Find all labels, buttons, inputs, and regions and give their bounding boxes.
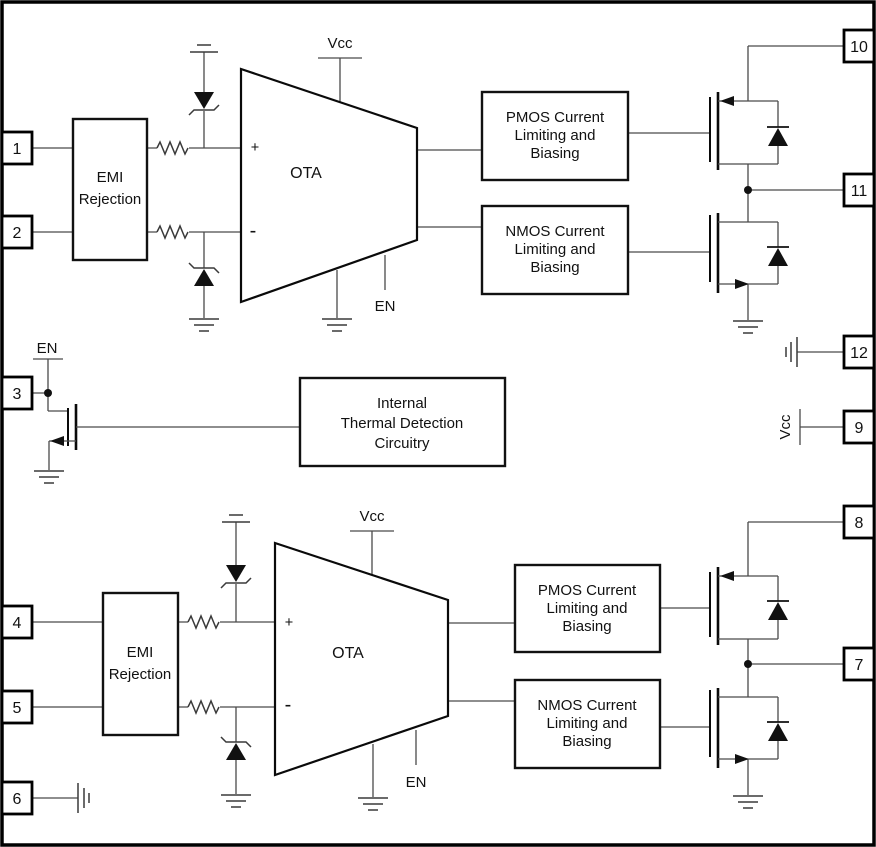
plus-input-label: + (251, 140, 259, 156)
pin-box-2 (0, 214, 34, 250)
ota-label: OTA (290, 165, 322, 182)
vcc-label: Vcc (777, 414, 794, 440)
pin-box-6 (0, 780, 34, 816)
nmos-transistor-icon (709, 664, 789, 795)
resistor-a-plus (156, 141, 189, 155)
pin-box-1 (0, 130, 34, 166)
left-pins: 1 2 3 4 5 6 (0, 130, 34, 816)
ground-icon (220, 794, 252, 808)
emi-label: EMI (97, 169, 124, 186)
ground-icon (188, 318, 220, 332)
nmos-current-limiting-block-a (480, 204, 630, 296)
pmos-transistor-icon (709, 46, 789, 190)
pin-number: 7 (855, 657, 864, 674)
emi-label: Rejection (109, 666, 172, 683)
ota-amplifier-a (239, 67, 419, 304)
en-label: EN (375, 298, 396, 315)
pin-number: 9 (855, 420, 864, 437)
pin-box-4 (0, 604, 34, 640)
right-pins: 10 11 12 9 8 7 (842, 28, 876, 682)
pin-box-11 (842, 172, 876, 208)
pin-box-9 (842, 409, 876, 445)
pin-number: 8 (855, 515, 864, 532)
pin-number: 6 (13, 791, 22, 808)
channel-a: EMI Rejection + - OTA Vcc EN PMOS Curren… (32, 35, 844, 334)
pin-number: 11 (851, 183, 868, 200)
pin-number: 10 (850, 39, 868, 56)
emi-label: Rejection (79, 191, 142, 208)
nmos-label: Biasing (530, 259, 579, 276)
channel-b-wires (32, 521, 844, 797)
channel-b: EMI Rejection + - OTA Vcc EN PMOS Curren… (32, 508, 844, 811)
pin-number: 5 (13, 700, 22, 717)
pin-box-8 (842, 504, 876, 540)
ground-icon (33, 470, 65, 484)
junction-dot (744, 660, 752, 668)
ground-icon (77, 782, 90, 814)
thermal-detection-block (298, 376, 507, 468)
pmos-label: Limiting and (547, 600, 628, 617)
minus-input-label: - (250, 220, 257, 242)
pin-number: 4 (13, 615, 22, 632)
nmos-current-limiting-block-b (513, 678, 662, 770)
vcc-label: Vcc (327, 35, 353, 52)
ground-icon (732, 320, 764, 334)
junction-dot (44, 389, 52, 397)
ground-icon (732, 795, 764, 809)
pmos-label: Limiting and (515, 127, 596, 144)
ground-icon (785, 336, 798, 368)
plus-input-label: + (285, 615, 293, 631)
enable-thermal-section: EN Internal Thermal Detection Circuitry … (32, 336, 844, 814)
pin-number: 3 (13, 386, 22, 403)
pin-number: 12 (850, 345, 868, 362)
pin-box-7 (842, 646, 876, 682)
ota-amplifier-b (273, 541, 450, 777)
nmos-label: Limiting and (547, 715, 628, 732)
pin-number: 2 (13, 225, 22, 242)
ota-label: OTA (332, 645, 364, 662)
ground-icon (221, 514, 251, 523)
pmos-current-limiting-block-a (480, 90, 630, 182)
pin-box-3 (0, 375, 34, 411)
minus-input-label: - (285, 694, 292, 716)
emi-rejection-block-b (101, 591, 180, 737)
resistor-b-minus (187, 700, 220, 714)
nmos-label: Biasing (562, 733, 611, 750)
nmos-label: Limiting and (515, 241, 596, 258)
pmos-label: PMOS Current (538, 582, 637, 599)
pmos-transistor-icon (709, 522, 789, 664)
junction-dot (744, 186, 752, 194)
emi-label: EMI (127, 644, 154, 661)
pmos-label: Biasing (562, 618, 611, 635)
pmos-label: Biasing (530, 145, 579, 162)
thermal-label: Internal (377, 395, 427, 412)
pin-number: 1 (13, 141, 22, 158)
nmos-label: NMOS Current (505, 223, 605, 240)
thermal-label: Circuitry (375, 435, 430, 452)
vcc-label: Vcc (359, 508, 385, 525)
resistor-b-plus (187, 615, 220, 629)
emi-rejection-block-a (71, 117, 149, 262)
ground-icon (321, 318, 353, 332)
resistor-a-minus (156, 225, 189, 239)
en-label: EN (406, 774, 427, 791)
thermal-label: Thermal Detection (341, 415, 464, 432)
ground-icon (357, 797, 389, 811)
pmos-label: PMOS Current (506, 109, 605, 126)
ground-icon (189, 44, 219, 53)
nmos-label: NMOS Current (537, 697, 637, 714)
pin-box-10 (842, 28, 876, 64)
pin-box-5 (0, 689, 34, 725)
pmos-current-limiting-block-b (513, 563, 662, 654)
en-label: EN (37, 340, 58, 357)
nmos-transistor-icon (709, 190, 789, 320)
channel-a-wires (32, 45, 844, 318)
pin-box-12 (842, 334, 876, 370)
enable-transistor-icon (48, 404, 300, 470)
